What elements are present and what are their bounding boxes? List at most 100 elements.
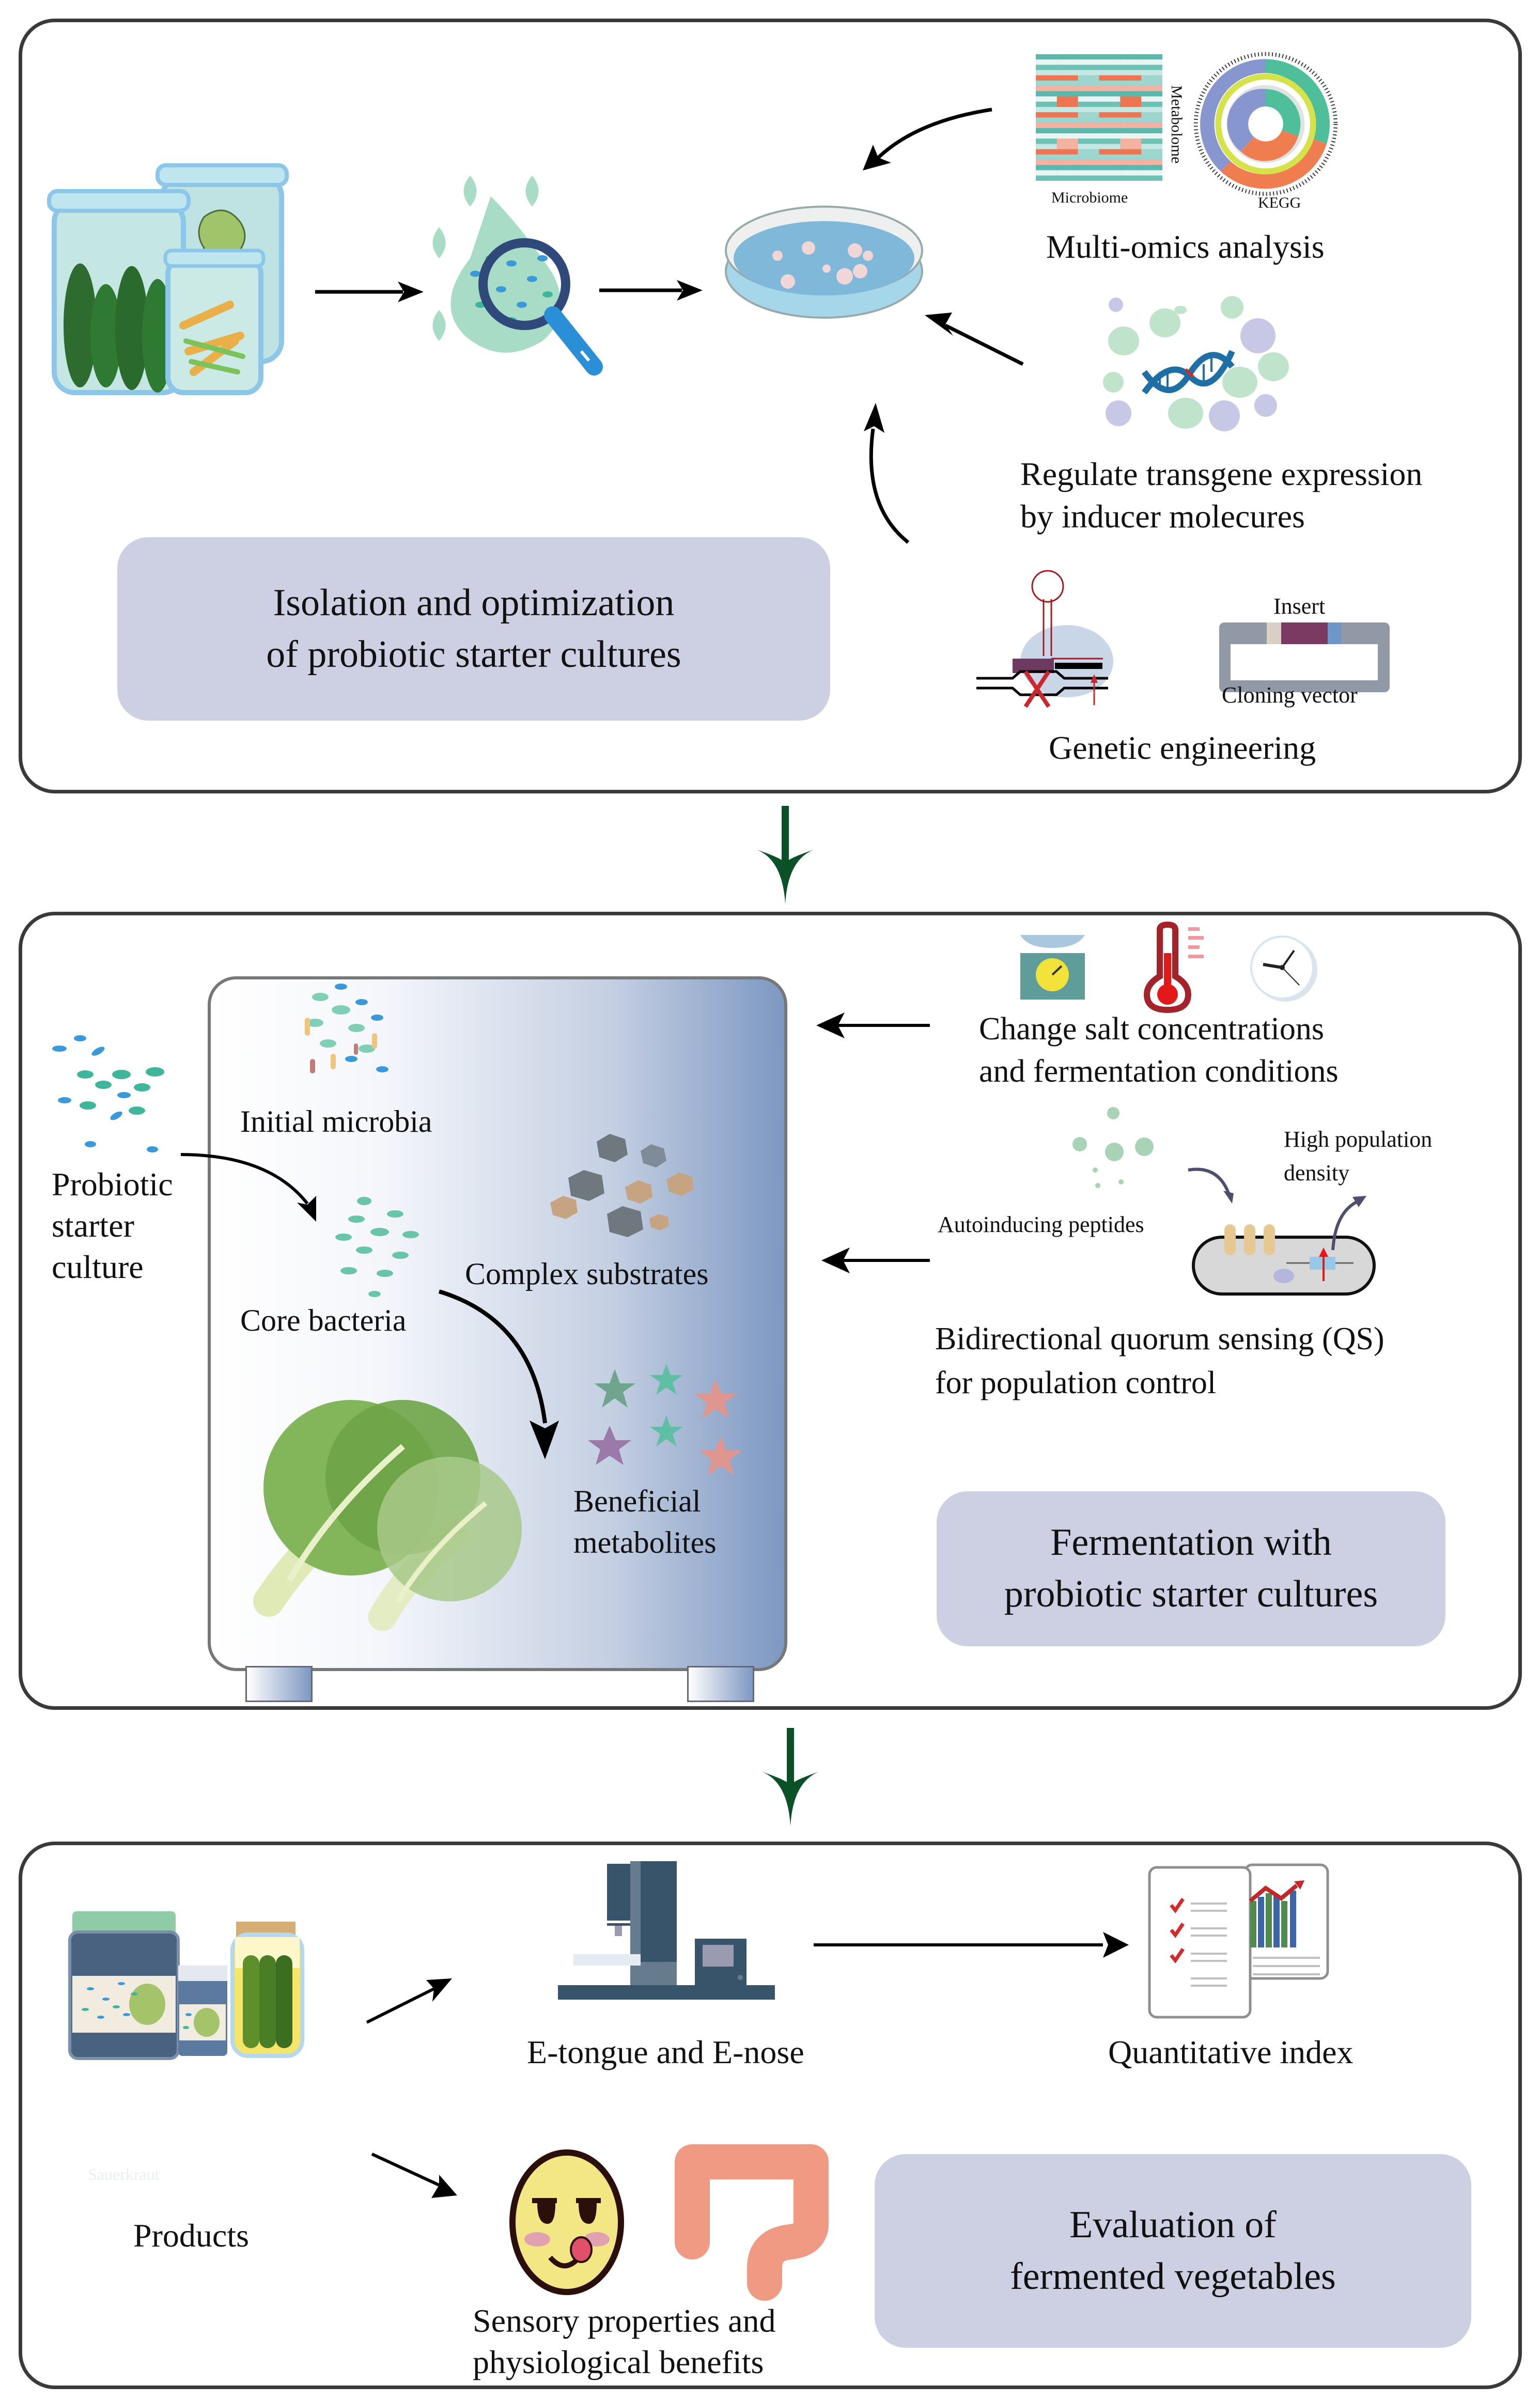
core-bacteria-icon (335, 1197, 419, 1297)
heatmap-cell (1036, 107, 1057, 113)
heatmap-cell (1120, 65, 1142, 70)
heatmap-cell (1078, 149, 1099, 154)
salt-scale-icon (1020, 935, 1085, 1000)
arrow-qs-to-tank (821, 1248, 930, 1273)
heatmap-cell (1036, 128, 1057, 134)
initial-microbia-icon (305, 984, 388, 1073)
heatmap-cell (1141, 144, 1162, 149)
heatmap-cell (1141, 75, 1162, 81)
heatmap-cell (1078, 112, 1099, 118)
heatmap-cell (1078, 70, 1099, 75)
heatmap-cell (1078, 160, 1099, 165)
heatmap-cell (1078, 75, 1099, 81)
heatmap-cell (1141, 65, 1162, 70)
heatmap-cell (1120, 70, 1142, 75)
heatmap-label: Microbiome (1051, 189, 1128, 206)
heatmap-cell (1099, 122, 1121, 128)
heatmap-cell (1078, 122, 1099, 128)
heatmap-cell (1120, 59, 1142, 65)
heatmap-cell (1078, 54, 1099, 60)
heatmap-cell (1141, 122, 1162, 128)
heatmap-cell (1099, 149, 1121, 154)
heatmap-cell (1056, 160, 1078, 165)
petri-dish-icon (725, 206, 923, 319)
heatmap-cell (1078, 96, 1099, 102)
heatmap-cell (1120, 149, 1142, 154)
heatmap-cell (1056, 112, 1078, 118)
heatmap-cell (1120, 138, 1142, 144)
heatmap-cell (1056, 54, 1078, 60)
heatmap-cell (1078, 65, 1099, 70)
heatmap-cell (1056, 128, 1078, 134)
jar-sauerkraut-label: Sauerkraut (88, 2165, 160, 2184)
heatmap-cell (1120, 117, 1142, 123)
heatmap-icon (1036, 54, 1162, 181)
stage1-title-box: Isolation and optimization of probiotic … (117, 537, 830, 721)
heatmap-cell (1120, 107, 1142, 113)
heatmap-cell (1078, 101, 1099, 107)
crispr-editing-icon (976, 570, 1113, 708)
sensory-label-line1: Sensory properties and (473, 2302, 776, 2339)
heatmap-side-label: Metabolome (1168, 85, 1185, 164)
intestine-icon (675, 2144, 829, 2301)
heatmap-cell (1099, 133, 1121, 139)
high-density-label-line1: High population (1284, 1127, 1433, 1152)
heatmap-cell (1099, 65, 1121, 70)
heatmap-cell (1056, 107, 1078, 113)
pickle-jars-illustration (47, 163, 289, 395)
heatmap-cell (1036, 91, 1057, 97)
qs-bacterium-icon (1188, 1167, 1376, 1296)
insert-label: Insert (1273, 594, 1326, 619)
transgene-label-line1: Regulate transgene expression (1020, 456, 1423, 492)
heatmap-cell (1036, 112, 1057, 118)
heatmap-cell (1141, 165, 1162, 170)
kegg-label: KEGG (1258, 194, 1301, 211)
heatmap-cell (1056, 70, 1078, 75)
heatmap-cell (1078, 91, 1099, 97)
heatmap-cell (1078, 128, 1099, 134)
heatmap-cell (1056, 96, 1078, 102)
heatmap-cell (1056, 144, 1078, 149)
initial-microbia-label: Initial microbia (240, 1104, 432, 1139)
heatmap-cell (1056, 86, 1078, 91)
conditions-label-line1: Change salt concentrations (979, 1011, 1325, 1047)
heatmap-cell (1056, 122, 1078, 128)
heatmap-cell (1141, 112, 1162, 118)
clock-icon (1250, 936, 1317, 1002)
heatmap-cell (1036, 154, 1057, 160)
pepper-jar (163, 248, 266, 395)
heatmap-cell (1120, 144, 1142, 149)
heatmap-cell (1078, 144, 1099, 149)
heatmap-cell (1056, 101, 1078, 107)
heatmap-cell (1078, 133, 1099, 139)
heatmap-cell (1141, 101, 1162, 107)
heatmap-cell (1099, 107, 1121, 113)
dna-inducer-icon (1103, 296, 1289, 431)
heatmap-cell (1099, 138, 1121, 144)
heatmap-cell (1099, 144, 1121, 149)
heatmap-cell (1141, 70, 1162, 75)
heatmap-cell (1120, 122, 1142, 128)
etongue-enose-instrument-icon (558, 1861, 775, 2000)
heatmap-cell (1078, 138, 1099, 144)
heatmap-cell (1141, 175, 1162, 181)
heatmap-cell (1141, 107, 1162, 113)
heatmap-cell (1099, 96, 1121, 102)
heatmap-cell (1036, 165, 1057, 170)
heatmap-cell (1036, 54, 1057, 60)
heatmap-cell (1056, 75, 1078, 81)
cabbage-icon (253, 1400, 522, 1631)
arrow-products-to-etongue (366, 1978, 452, 2024)
tasty-face-emoji-icon (509, 2149, 624, 2295)
heatmap-cell (1056, 65, 1078, 70)
arrow-genetic-to-dish (864, 403, 910, 544)
heatmap-cell (1078, 154, 1099, 160)
arrow-jars-to-microbes (315, 282, 424, 302)
heatmap-cell (1120, 96, 1142, 102)
heatmap-cell (1036, 122, 1057, 128)
heatmap-cell (1120, 86, 1142, 91)
autoinducing-peptides-icon (1072, 1107, 1154, 1188)
heatmap-cell (1141, 154, 1162, 160)
arrow-core-to-metabolites (438, 1289, 559, 1459)
heatmap-cell (1056, 175, 1078, 181)
